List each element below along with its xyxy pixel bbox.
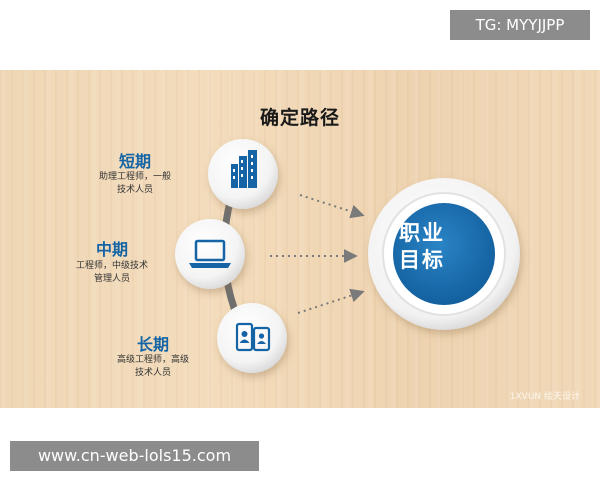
stage-mid-title: 中期	[95, 240, 128, 259]
stage-mid-desc: 工程师，中级技术 管理人员	[62, 260, 162, 286]
stage-short-desc-line2: 技术人员	[116, 185, 153, 195]
stage-long-desc: 高级工程师，高级 技术人员	[103, 354, 203, 380]
stage-mid-circle	[175, 219, 245, 289]
arrow-long-to-goal	[297, 288, 365, 314]
stage-short-desc-line1: 助理工程师，一般	[98, 172, 171, 182]
goal-label-line1: 职业	[399, 221, 445, 245]
stage-short-desc: 助理工程师，一般 技术人员	[85, 171, 185, 197]
stage-mid-desc-line2: 管理人员	[93, 274, 130, 284]
stage-long-desc-line2: 技术人员	[134, 368, 171, 378]
stage-long-title: 长期	[136, 335, 169, 354]
career-path-slide: 确定路径 短期 助理工程师，一般 技术人员 中期 工程师，中级技术 管理人员 长…	[0, 70, 600, 408]
goal-core	[393, 203, 495, 305]
url-badge: www.cn-web-lols15.com	[10, 441, 259, 471]
stage-long-desc-line1: 高级工程师，高级	[116, 355, 189, 365]
watermark: 1XVUN 绘天设计	[509, 392, 580, 402]
laptop-icon	[189, 239, 231, 268]
buildings-icon	[231, 150, 257, 188]
stage-short-title: 短期	[118, 152, 151, 171]
phones-icon	[235, 322, 271, 352]
goal-label: 职业 目标	[397, 220, 447, 274]
goal-label-line2: 目标	[399, 248, 445, 272]
tg-badge: TG: MYYJJPP	[450, 10, 590, 40]
slide-title: 确定路径	[259, 107, 340, 129]
stage-mid-desc-line1: 工程师，中级技术	[75, 261, 148, 271]
arrow-short-to-goal	[299, 194, 365, 219]
path-diagram	[175, 139, 520, 373]
